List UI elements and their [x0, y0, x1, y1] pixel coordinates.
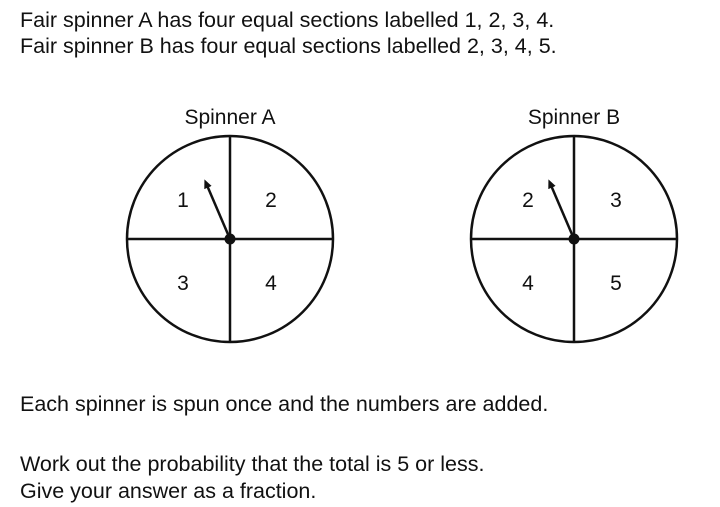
spinner-b-sector-top-right: 3: [610, 189, 622, 212]
question-line-2: Give your answer as a fraction.: [20, 479, 317, 503]
intro-line-spinner-b: Fair spinner B has four equal sections l…: [20, 34, 557, 58]
spinner-b-sector-bottom-left: 4: [522, 272, 534, 295]
spinner-a-title: Spinner A: [184, 106, 275, 129]
spinner-a-pivot: [224, 233, 236, 245]
question-line-1: Work out the probability that the total …: [20, 452, 485, 476]
spinner-b-pivot: [568, 233, 580, 245]
spinner-a-sector-bottom-left: 3: [177, 272, 189, 295]
intro-line-spinner-a: Fair spinner A has four equal sections l…: [20, 8, 555, 32]
spinner-b-sector-top-left: 2: [522, 189, 534, 212]
spinner-b: Spinner B 2 3 4 5: [469, 106, 679, 344]
spinner-b-sector-bottom-right: 5: [610, 272, 622, 295]
spin-description: Each spinner is spun once and the number…: [20, 392, 549, 416]
spinner-b-pointer-arrow: [548, 179, 576, 240]
spinner-a-pointer-arrow: [204, 179, 232, 240]
spinner-a-sector-bottom-right: 4: [265, 272, 277, 295]
spinner-a: Spinner A 1 2 3 4: [125, 106, 335, 344]
spinner-a-sector-top-right: 2: [265, 189, 277, 212]
spinner-a-sector-top-left: 1: [177, 189, 189, 212]
spinner-b-title: Spinner B: [528, 106, 620, 129]
